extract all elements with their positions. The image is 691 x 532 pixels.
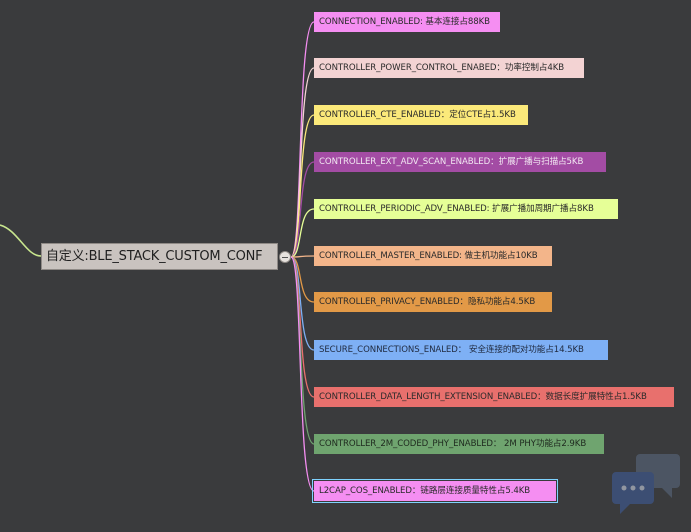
child-topic-label: CONNECTION_ENABLED: 基本连接占88KB — [319, 17, 490, 27]
child-topic-node[interactable]: CONNECTION_ENABLED: 基本连接占88KB — [314, 12, 500, 32]
child-topic-node[interactable]: CONTROLLER_2M_CODED_PHY_ENABLED： 2M PHY功… — [314, 434, 604, 454]
root-topic-label: 自定义:BLE_STACK_CUSTOM_CONF — [46, 249, 263, 264]
child-topic-label: CONTROLLER_CTE_ENABLED：定位CTE占1.5KB — [319, 110, 516, 120]
child-topic-node[interactable]: CONTROLLER_CTE_ENABLED：定位CTE占1.5KB — [314, 105, 528, 125]
child-topic-label: CONTROLLER_POWER_CONTROL_ENABED：功率控制占4KB — [319, 63, 565, 73]
child-topic-node[interactable]: CONTROLLER_DATA_LENGTH_EXTENSION_ENABLED… — [314, 387, 674, 407]
child-topic-label: CONTROLLER_EXT_ADV_SCAN_ENABLED：扩展广播与扫描占… — [319, 157, 584, 167]
child-topic-label: CONTROLLER_PERIODIC_ADV_ENABLED: 扩展广播加周期… — [319, 204, 594, 214]
child-topic-node[interactable]: SECURE_CONNECTIONS_ENALED： 安全连接的配对功能占14.… — [314, 340, 608, 360]
chat-bubble-watermark-icon — [612, 454, 680, 514]
child-topic-label: CONTROLLER_2M_CODED_PHY_ENABLED： 2M PHY功… — [319, 439, 587, 449]
child-topic-node[interactable]: CONTROLLER_POWER_CONTROL_ENABED：功率控制占4KB — [314, 58, 584, 78]
connector-line — [290, 256, 315, 351]
connector-line — [290, 208, 315, 258]
child-topic-node[interactable]: CONTROLLER_MASTER_ENABLED: 做主机功能占10KB — [314, 246, 552, 266]
child-topic-node[interactable]: CONTROLLER_PRIVACY_ENABLED：隐私功能占4.5KB — [314, 292, 552, 312]
connector-line — [290, 114, 315, 258]
root-topic-node[interactable]: 自定义:BLE_STACK_CUSTOM_CONF — [41, 243, 278, 270]
connector-line — [290, 161, 315, 258]
child-topic-label: L2CAP_COS_ENABLED：链路层连接质量特性占5.4KB — [319, 486, 531, 496]
root-incoming-connector — [0, 224, 42, 257]
child-topic-node[interactable]: L2CAP_COS_ENABLED：链路层连接质量特性占5.4KB — [312, 479, 558, 503]
connector-line — [290, 255, 315, 258]
child-topic-label: CONTROLLER_PRIVACY_ENABLED：隐私功能占4.5KB — [319, 297, 536, 307]
collapse-toggle-icon[interactable] — [279, 251, 291, 263]
child-topic-label: CONTROLLER_MASTER_ENABLED: 做主机功能占10KB — [319, 251, 538, 261]
child-topic-label: CONTROLLER_DATA_LENGTH_EXTENSION_ENABLED… — [319, 392, 647, 402]
child-topic-node[interactable]: CONTROLLER_EXT_ADV_SCAN_ENABLED：扩展广播与扫描占… — [314, 152, 606, 172]
child-topic-node[interactable]: CONTROLLER_PERIODIC_ADV_ENABLED: 扩展广播加周期… — [314, 199, 618, 219]
connector-line — [290, 256, 315, 492]
child-topic-label: SECURE_CONNECTIONS_ENALED： 安全连接的配对功能占14.… — [319, 345, 584, 355]
